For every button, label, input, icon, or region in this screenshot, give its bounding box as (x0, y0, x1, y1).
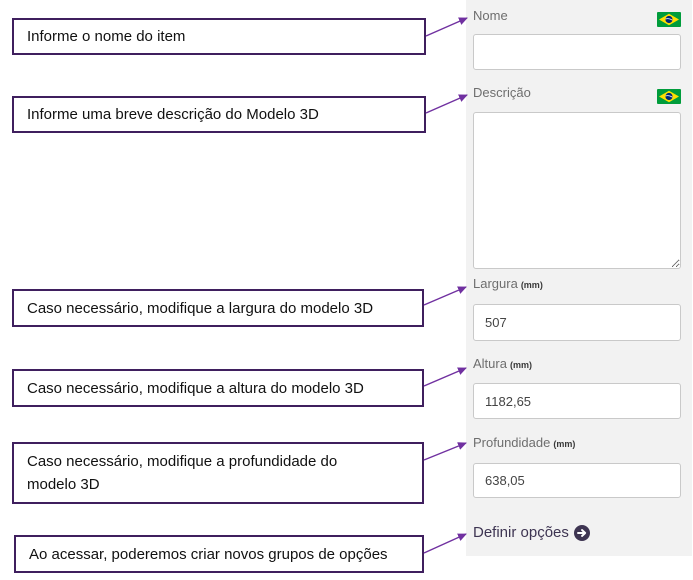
descricao-textarea[interactable] (473, 112, 681, 269)
arrow-circle-right-icon[interactable] (573, 525, 590, 541)
brazil-flag-icon[interactable] (657, 12, 681, 27)
largura-unit: (mm) (520, 280, 543, 290)
callout-profundidade: Caso necessário, modifique a profundidad… (12, 442, 424, 504)
callout-descricao: Informe uma breve descrição do Modelo 3D (12, 96, 426, 133)
altura-input[interactable] (473, 383, 681, 419)
callout-text: Caso necessário, modifique a largura do … (27, 299, 374, 317)
largura-label: Largura(mm) (473, 276, 543, 293)
arrow-to-altura (423, 367, 467, 387)
definir-opcoes-label: Definir opções (473, 524, 569, 541)
brazil-flag-icon[interactable] (657, 89, 681, 104)
largura-label-text: Largura (473, 276, 518, 291)
callout-text: Caso necessário, modifique a altura do m… (27, 379, 364, 397)
nome-label-text: Nome (473, 8, 508, 23)
arrow-to-descricao (425, 94, 468, 114)
callout-largura: Caso necessário, modifique a largura do … (12, 289, 424, 327)
callout-nome: Informe o nome do item (12, 18, 426, 55)
arrow-to-profundidade (423, 442, 467, 461)
arrow-to-largura (423, 286, 467, 306)
largura-input[interactable] (473, 304, 681, 341)
callout-text: Ao acessar, poderemos criar novos grupos… (29, 545, 388, 563)
definir-opcoes-link[interactable]: Definir opções (473, 524, 590, 542)
profundidade-unit: (mm) (553, 439, 576, 449)
callout-text-line-1: Caso necessário, modifique a profundidad… (27, 453, 338, 470)
callout-definir-opcoes: Ao acessar, poderemos criar novos grupos… (14, 535, 424, 573)
arrow-to-definir-opcoes (423, 533, 467, 554)
item-form-panel: Nome Descrição Largura(mm) Altura(mm) Pr… (466, 0, 692, 556)
callout-text-line-2: modelo 3D (27, 476, 100, 493)
arrow-to-nome (425, 17, 468, 37)
callout-text: Informe o nome do item (27, 28, 186, 45)
descricao-label: Descrição (473, 85, 531, 101)
profundidade-input[interactable] (473, 463, 681, 498)
altura-unit: (mm) (509, 360, 532, 370)
nome-input[interactable] (473, 34, 681, 70)
nome-label: Nome (473, 8, 508, 24)
altura-label: Altura(mm) (473, 356, 532, 373)
callout-altura: Caso necessário, modifique a altura do m… (12, 369, 424, 407)
profundidade-label-text: Profundidade (473, 435, 551, 450)
profundidade-label: Profundidade(mm) (473, 435, 575, 452)
altura-label-text: Altura (473, 356, 507, 371)
descricao-label-text: Descrição (473, 85, 531, 100)
callout-text: Informe uma breve descrição do Modelo 3D (27, 106, 319, 123)
